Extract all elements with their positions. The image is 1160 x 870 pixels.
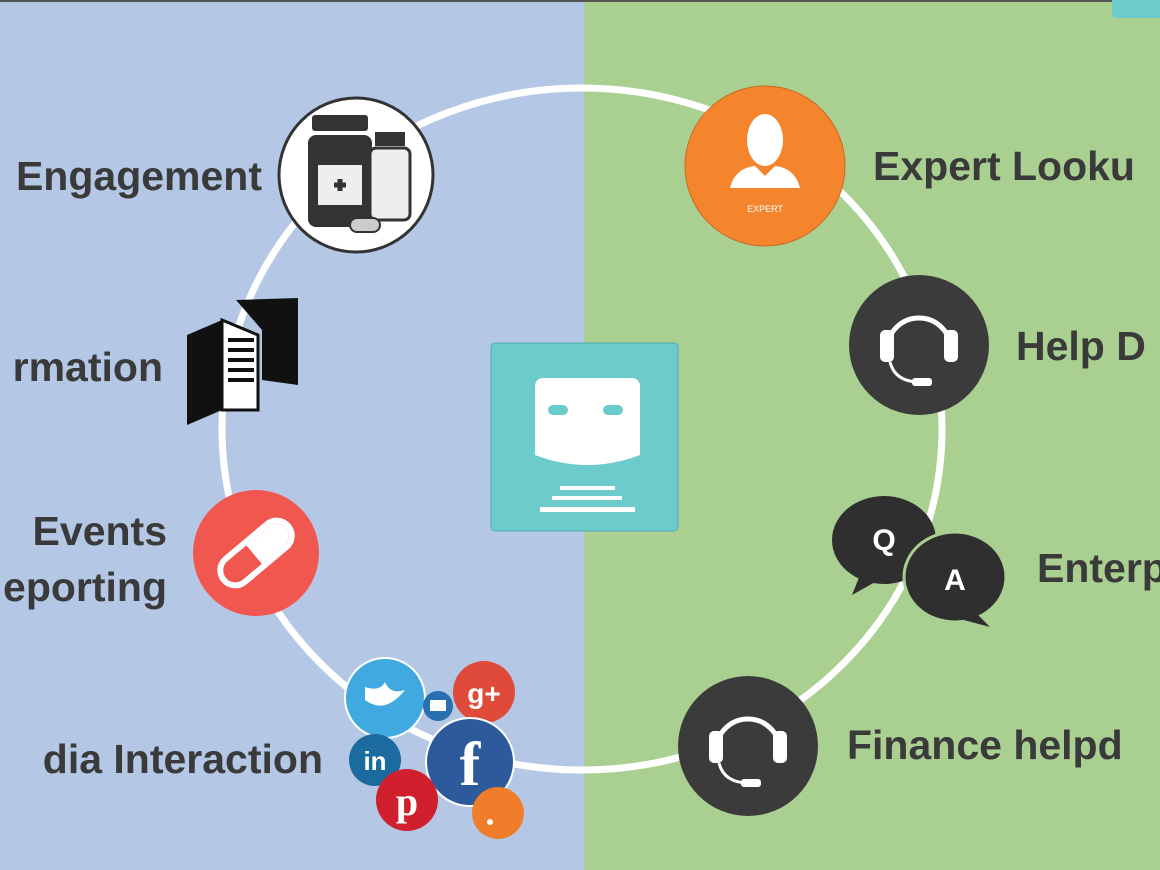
top-border [0, 0, 1160, 2]
expert-caption: EXPERT [747, 204, 783, 214]
label-expert-lookup: Expert Looku [873, 143, 1135, 189]
medicine-bottles-icon [277, 96, 435, 254]
a-label: A [944, 564, 966, 597]
right-panel [584, 2, 1160, 870]
facebook-icon [425, 717, 515, 807]
folded-document-icon [187, 298, 298, 425]
label-engagement: Engagement [15, 153, 262, 199]
corner-tab [1112, 0, 1160, 18]
pinterest-icon [376, 769, 438, 831]
linkedin-label: in [363, 746, 386, 776]
label-reporting: eporting [3, 564, 167, 610]
label-help-desk: Help D [1016, 323, 1146, 369]
rss-icon [472, 787, 524, 839]
label-media-interaction: dia Interaction [42, 736, 323, 782]
label-information: rmation [12, 344, 163, 390]
facebook-label: f [460, 731, 482, 799]
headset-icon [849, 275, 989, 415]
pinterest-label: p [396, 779, 418, 824]
label-finance-helpdesk: Finance helpd [847, 722, 1123, 768]
social-media-icons [344, 657, 524, 839]
linkedin-icon [349, 734, 401, 786]
label-enterprise: Enterp [1037, 545, 1160, 591]
q-label: Q [872, 524, 895, 557]
pill-capsule-icon [193, 490, 319, 616]
label-events: Events [32, 508, 167, 554]
chatbot-icon [490, 342, 679, 532]
google-plus-icon [453, 661, 515, 723]
cycle-ring [218, 84, 946, 774]
qa-bubbles-icon [832, 496, 1008, 627]
expert-person-icon [684, 85, 846, 247]
headset-icon [678, 676, 818, 816]
google-plus-label: g+ [467, 678, 500, 709]
